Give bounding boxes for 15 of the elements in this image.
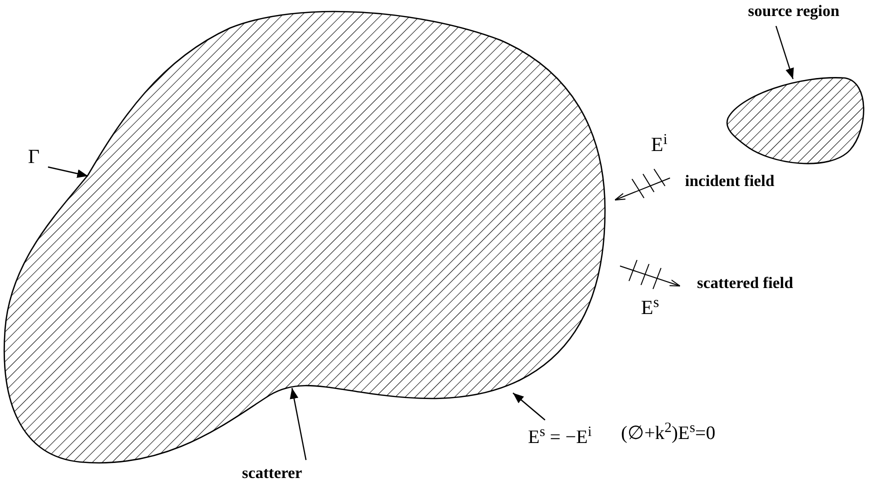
scatterer-label: scatterer (242, 462, 302, 486)
scatterer-blob (4, 10, 606, 464)
source-region-label: source region (748, 0, 840, 24)
scattered-field-label: scattered field (697, 274, 794, 294)
source-region-blob (726, 77, 864, 164)
scattered-field-symbol: E$^{s}$ (641, 294, 660, 321)
leader-line (512, 392, 546, 420)
wave-equation: (∅+k$^{2}$)E$^{s}$=0 (621, 420, 716, 446)
boundary-label: Γ (28, 142, 40, 172)
leader-line (775, 26, 794, 80)
leader-line (48, 166, 88, 178)
leader-line (290, 388, 307, 460)
incident-field-symbol: E$^{i}$ (651, 130, 668, 158)
incident-field-label: incident field (685, 172, 774, 192)
boundary-condition: E$^{s}$ = −E$^{i}$ (528, 424, 592, 452)
